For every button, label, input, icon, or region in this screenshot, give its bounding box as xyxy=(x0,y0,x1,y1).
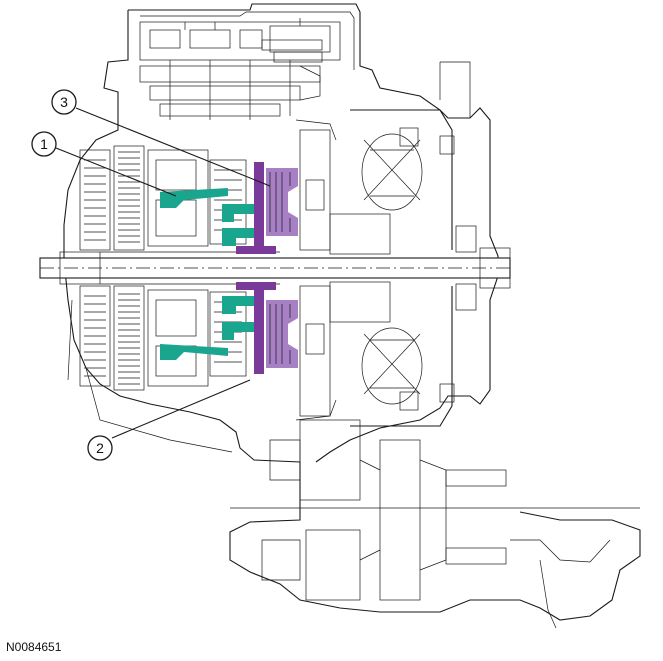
purple-hub-lower xyxy=(236,282,276,374)
highlight-teal-components xyxy=(160,188,258,360)
upper-valve-body xyxy=(139,18,341,120)
callout-3-number: 3 xyxy=(60,94,68,110)
transmission-housing xyxy=(63,3,641,621)
callout-1-number: 1 xyxy=(40,136,48,152)
clutch-packs-lower xyxy=(79,285,247,391)
callout-3: 3 xyxy=(51,89,77,115)
final-drive xyxy=(230,419,640,629)
teal-clutch-upper-b xyxy=(222,228,256,246)
teal-clutch-lower-b xyxy=(222,322,258,340)
teal-piston-lower xyxy=(160,344,228,360)
teal-piston-upper xyxy=(160,188,228,208)
leader-3 xyxy=(75,107,271,187)
leader-2 xyxy=(111,379,251,439)
callout-1: 1 xyxy=(31,131,57,157)
teal-clutch-upper-a xyxy=(222,204,258,222)
callout-leaders xyxy=(55,107,271,439)
callout-2: 2 xyxy=(87,435,113,461)
figure-id-label: N0084651 xyxy=(6,640,62,654)
leader-1 xyxy=(55,147,177,197)
callout-2-number: 2 xyxy=(96,440,104,456)
center-support xyxy=(295,119,337,421)
torque-converter xyxy=(329,109,477,427)
teal-clutch-lower-a xyxy=(222,296,256,314)
purple-hub-upper xyxy=(236,162,276,254)
highlight-purple-components xyxy=(236,162,298,374)
